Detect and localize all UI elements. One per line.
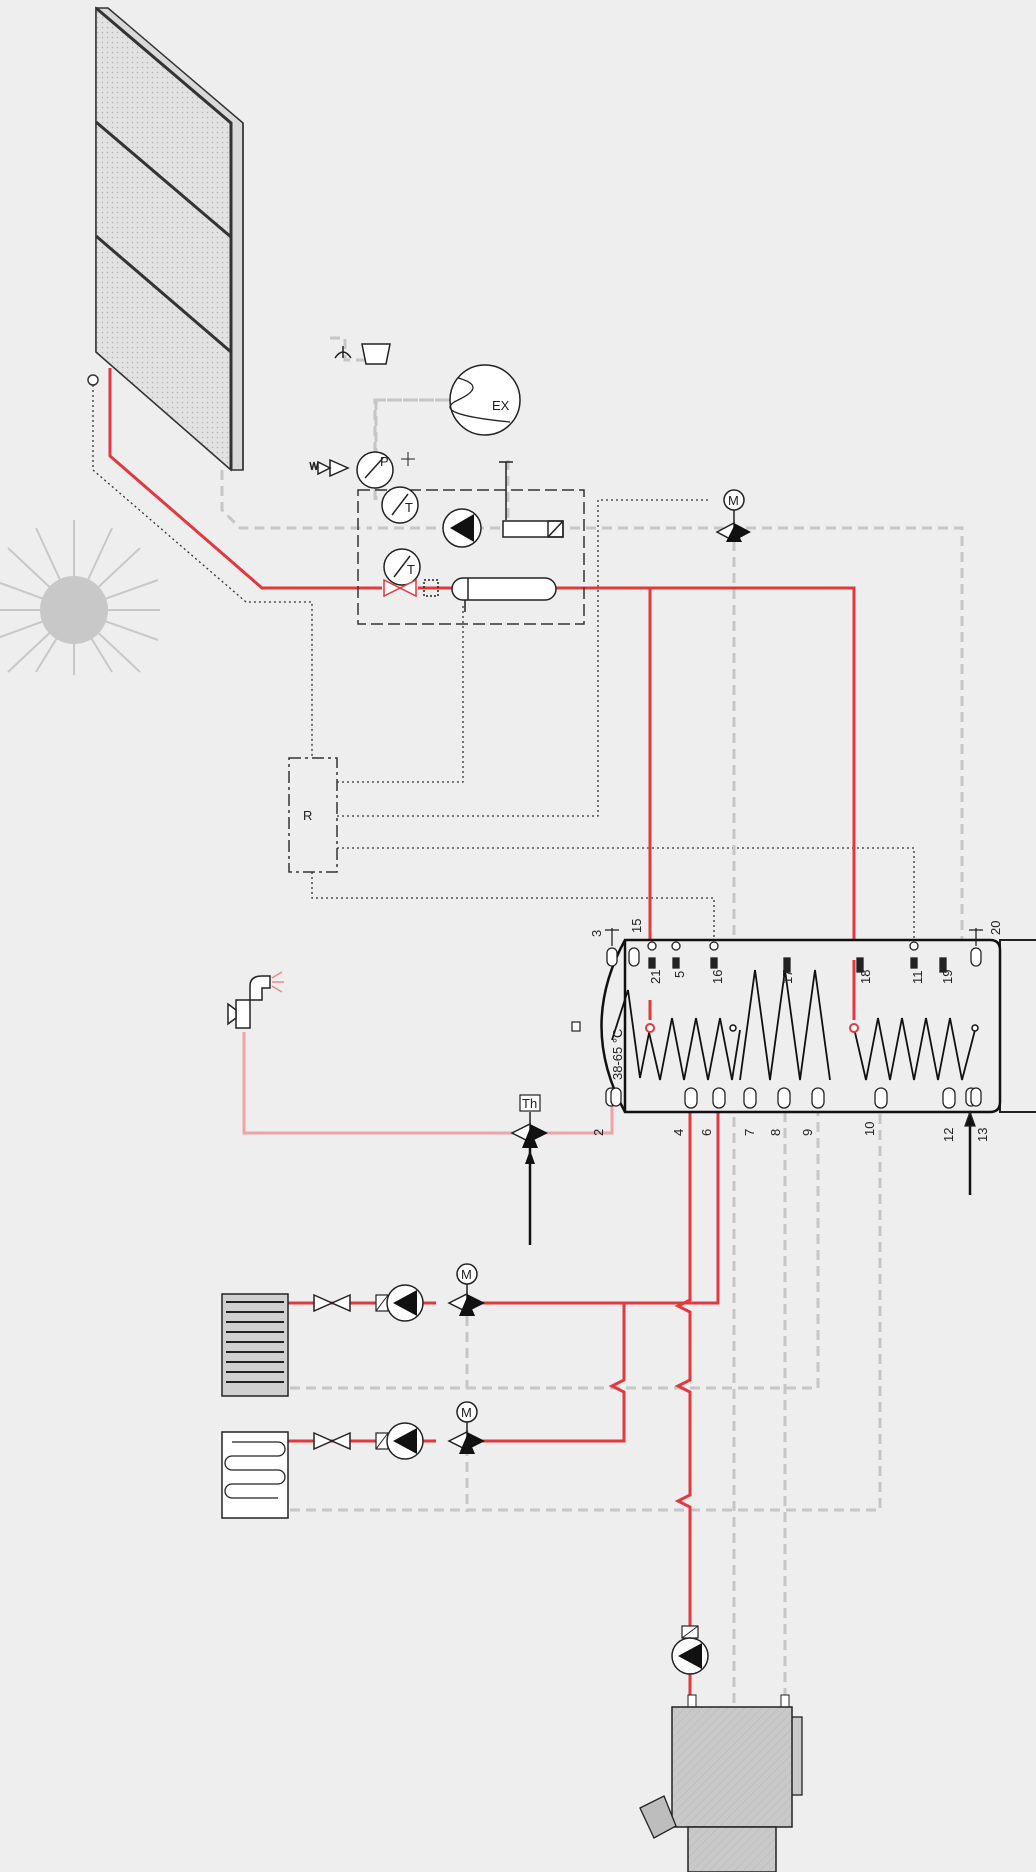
check-valve-icon [383, 578, 439, 598]
motorized-valve-icon: M [447, 1263, 485, 1316]
solar-station [357, 489, 585, 625]
flow-meter-icon [499, 461, 564, 538]
tank-top-labels: 3 15 21 5 16 17 18 11 19 20 [589, 919, 1003, 984]
port-label-12: 12 [941, 1128, 956, 1142]
sun-icon [0, 520, 160, 675]
port-label-8: 8 [768, 1129, 783, 1136]
pressure-label: P [380, 454, 389, 469]
control-wiring [92, 385, 915, 948]
port-label-10: 10 [862, 1122, 877, 1136]
controller-label: R [303, 808, 312, 823]
storage-tank [571, 938, 1036, 1114]
pump-icon [375, 1422, 424, 1460]
thermostat-label: Th [522, 1096, 537, 1111]
solar-collector-icon [95, 6, 244, 472]
port-label-9: 9 [800, 1129, 815, 1136]
port-label-6: 6 [699, 1129, 714, 1136]
temp-label-return: T [405, 500, 413, 515]
tank-top-sockets [605, 928, 983, 973]
pressure-gauge-icon: P [356, 451, 415, 489]
floor-heating-icon [221, 1431, 289, 1519]
port-label-11: 11 [910, 971, 925, 985]
port-label-16: 16 [710, 970, 725, 984]
port-label-18: 18 [858, 970, 873, 984]
temp-label-flow: T [407, 562, 415, 577]
dhw-piping [242, 1032, 518, 1135]
port-label-13: 13 [975, 1128, 990, 1142]
pump-icon [442, 508, 482, 548]
port-label-17: 17 [780, 970, 795, 984]
motor-label: M [461, 1267, 472, 1282]
drain-funnel-icon [334, 343, 391, 365]
mixing-valve-icon: Th [510, 1094, 548, 1245]
port-label-15: 15 [629, 919, 644, 933]
port-label-20: 20 [988, 921, 1003, 935]
motor-label: M [728, 493, 739, 508]
isolation-valve-icon [313, 1293, 351, 1313]
tank-bottom-sockets [605, 1087, 982, 1195]
motorized-valve-icon: M [715, 489, 751, 543]
tap-icon [227, 971, 284, 1029]
port-label-19: 19 [940, 970, 955, 984]
port-label-2: 2 [591, 1129, 606, 1136]
expansion-label: EX [492, 398, 510, 413]
tank-temperature-label: 38-65 °C [610, 1029, 625, 1080]
collector-sensor [87, 374, 99, 386]
tank-bottom-labels: 2 4 6 7 8 9 10 12 13 [591, 1122, 990, 1142]
controller [288, 757, 338, 873]
pump-icon [671, 1625, 709, 1675]
air-separator-icon [451, 577, 557, 612]
boiler-icon [639, 1694, 803, 1872]
isolation-valve-icon [313, 1431, 351, 1451]
port-label-7: 7 [742, 1129, 757, 1136]
expansion-vessel-icon: EX [449, 364, 521, 436]
safety-valve-icon [309, 458, 350, 478]
temperature-gauge-icon: T [381, 486, 419, 524]
pump-icon [375, 1284, 424, 1322]
port-label-3: 3 [589, 930, 604, 937]
motor-label: M [461, 1405, 472, 1420]
motorized-valve-icon: M [447, 1401, 485, 1454]
port-label-5: 5 [672, 971, 687, 978]
port-label-4: 4 [671, 1129, 686, 1136]
temperature-gauge-icon: T [383, 548, 421, 586]
port-label-21: 21 [648, 970, 663, 984]
dhw-out [542, 1105, 614, 1135]
radiator-icon [221, 1293, 289, 1397]
